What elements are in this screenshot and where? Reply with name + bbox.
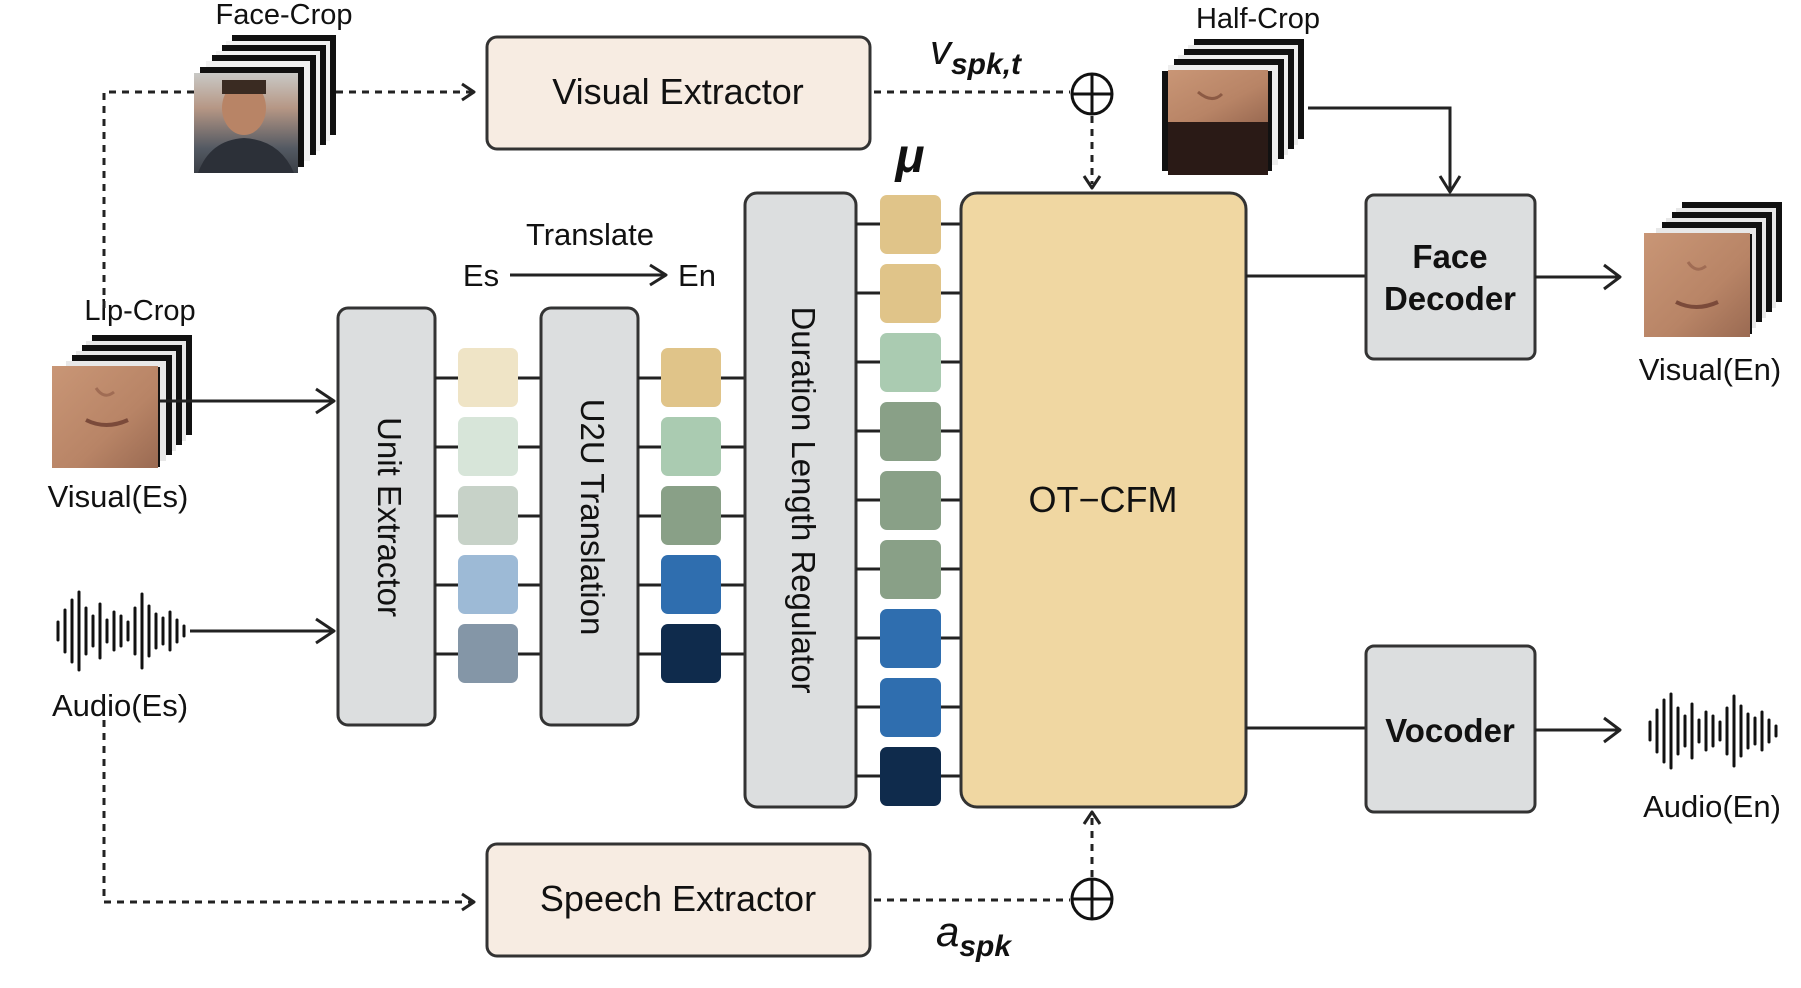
ot-cfm-label: OT−CFM [1029,479,1178,520]
speech-extractor-label: Speech Extractor [540,878,816,919]
source-unit-tokens [458,348,518,683]
speech-extractor-box [485,842,872,958]
unit-token [880,540,941,599]
unit-token [880,264,941,323]
target-unit-tokens [661,348,721,683]
face-crop-label: Face-Crop [216,0,353,31]
half-crop-to-face-decoder-line [1308,106,1452,190]
arrow-head [649,263,668,287]
face-decoder-box [1364,193,1537,361]
arrow-head [461,82,476,102]
unit-token [880,471,941,530]
a-spk-symbol: aspk [936,908,1012,963]
unit-extractor-label: Unit Extractor [371,417,408,617]
u2u-translation-label: U2U Translation [574,399,611,636]
unit-token [458,348,518,407]
arrow-head [1438,175,1462,194]
face-decoder-label-line1: Face [1412,238,1487,275]
unit-token [458,417,518,476]
bottom-add-icon [1070,877,1114,921]
face-crop-frames [194,35,336,173]
arrow-head [1603,263,1622,291]
unit-token [661,486,721,545]
visual-en-label: Visual(En) [1639,352,1781,387]
half-crop-frames [1162,39,1304,175]
unit-token [458,624,518,683]
ot-cfm-box [959,191,1248,809]
arrow-head [315,387,336,415]
arrow-head [461,892,476,912]
visual-es-label: Visual(Es) [48,479,189,514]
unit-token [880,678,941,737]
v-spk-symbol: vspk,t [930,26,1023,81]
duration-unit-tokens [880,195,941,806]
unit-token [880,195,941,254]
unit-token [880,609,941,668]
src-lang-label: Es [463,258,499,293]
unit-token [661,348,721,407]
audio-en-waveform-icon [1648,692,1778,770]
audio-en-label: Audio(En) [1643,789,1781,824]
audio-es-waveform-icon [56,590,186,672]
visual-extractor-box [485,35,872,151]
arrow-head [1082,175,1102,190]
unit-token [880,402,941,461]
arrow-head [1082,810,1102,825]
unit-token [458,486,518,545]
face-decoder-label-line2: Decoder [1384,280,1516,317]
tgt-lang-label: En [678,258,716,293]
lip-crop-frames [52,335,192,468]
unit-token [880,747,941,806]
audio-es-label: Audio(Es) [52,688,188,723]
duration-regulator-label: Duration Length Regulator [785,306,822,693]
translate-label: Translate [526,217,654,252]
lip-to-face-dashed [102,90,194,308]
visual-extractor-label: Visual Extractor [552,71,803,112]
top-add-icon [1070,72,1114,116]
half-crop-label: Half-Crop [1196,3,1320,35]
unit-token [661,624,721,683]
audio-to-speech-extractor-dashed [102,720,472,904]
unit-token [661,555,721,614]
unit-token [880,333,941,392]
lip-crop-label: Lip-Crop [84,295,195,327]
unit-token [661,417,721,476]
vocoder-label: Vocoder [1385,712,1515,749]
unit-token [458,555,518,614]
arrow-head [1603,716,1622,744]
mu-symbol: μ [894,130,925,183]
arrow-head [315,617,336,645]
visual-en-frames [1644,202,1782,337]
